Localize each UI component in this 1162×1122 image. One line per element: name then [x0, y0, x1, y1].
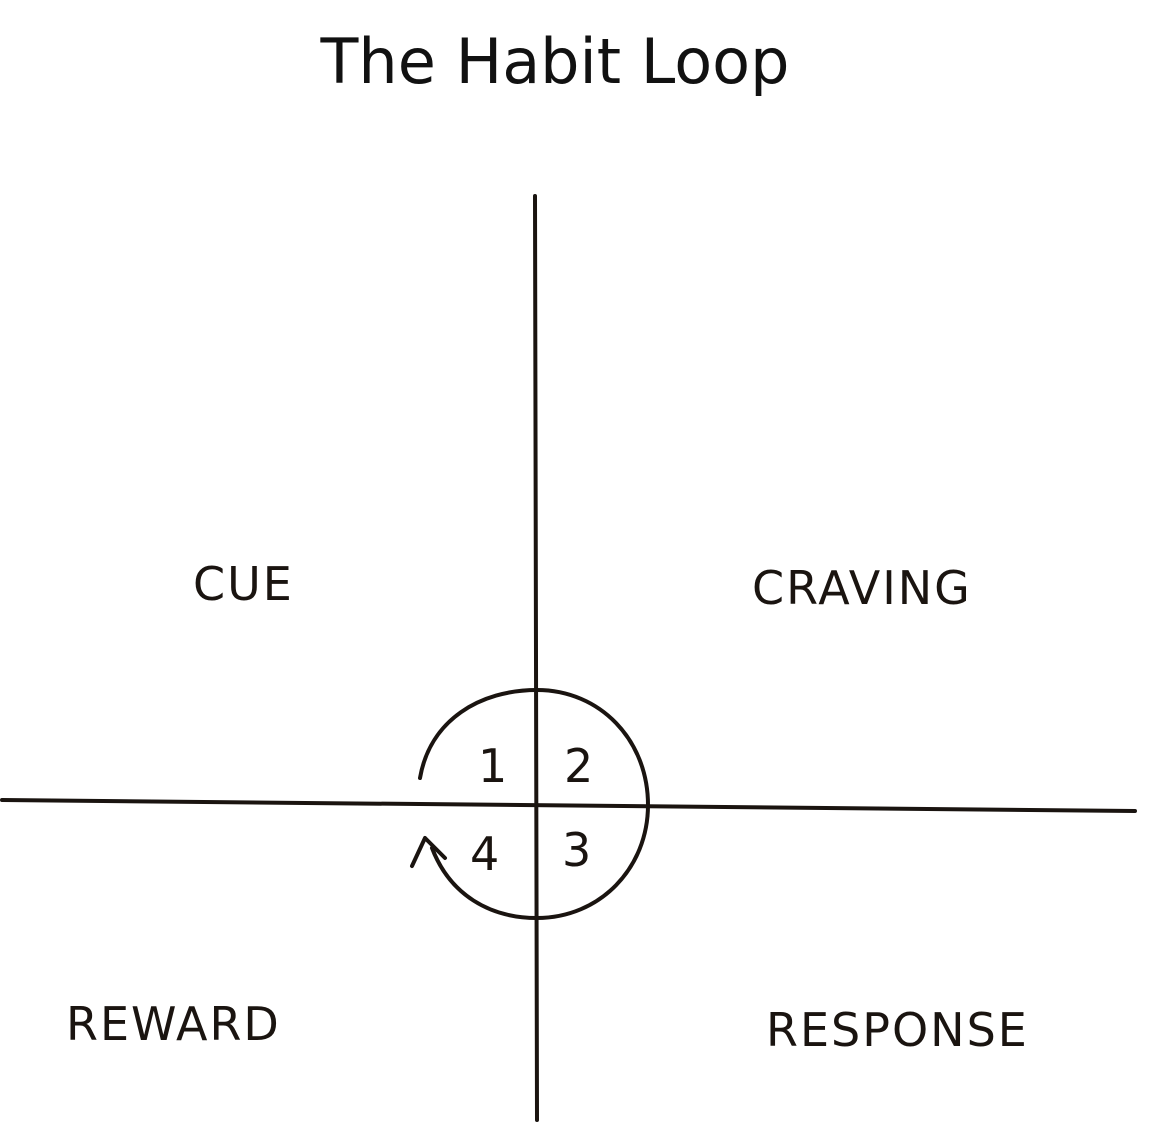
loop-circle — [418, 687, 651, 921]
quadrant-label-reward: REWARD — [66, 997, 281, 1051]
quadrant-label-craving: CRAVING — [752, 561, 972, 615]
step-number-2: 2 — [564, 739, 593, 793]
quadrant-label-cue: CUE — [193, 557, 294, 611]
horizontal-axis — [0, 798, 1137, 813]
page-title: The Habit Loop — [320, 25, 790, 98]
quadrant-label-response: RESPONSE — [766, 1003, 1029, 1057]
step-number-3: 3 — [562, 823, 591, 877]
step-number-4: 4 — [470, 827, 499, 881]
step-number-1: 1 — [478, 739, 507, 793]
loop-arrowhead — [410, 836, 447, 868]
vertical-axis — [533, 194, 539, 1122]
